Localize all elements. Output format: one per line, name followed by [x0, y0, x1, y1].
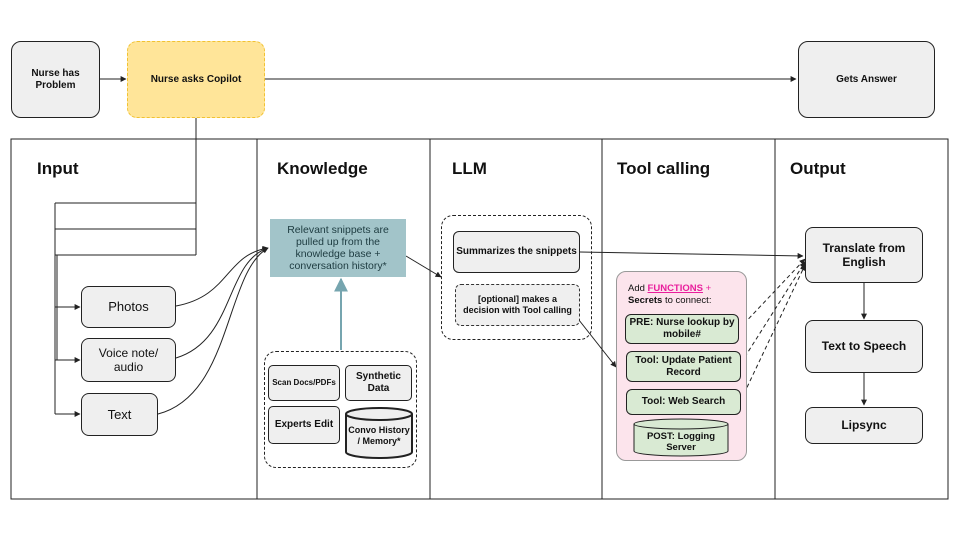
section-input-heading: Input [37, 159, 79, 178]
nurse-asks-copilot-box: Nurse asks Copilot [127, 41, 265, 118]
gets-answer-box: Gets Answer [798, 41, 935, 118]
update-patient-record-label: Tool: Update Patient Record [635, 354, 732, 378]
functions-label: FUNCTIONS [647, 283, 703, 294]
tool-decision-box: [optional] makes a decision with Tool ca… [455, 284, 580, 326]
pre-nurse-lookup-box: PRE: Nurse lookup by mobile# [625, 314, 739, 344]
connect-label: to connect: [662, 295, 712, 307]
experts-edit-label: Experts Edit [274, 419, 334, 430]
arrow-snippets-to-llm [405, 255, 442, 278]
llm-group [441, 215, 592, 340]
translate-box: Translate from English [805, 227, 923, 283]
arrow-summarize-to-translate [579, 251, 804, 259]
nurse-asks-copilot-label: Nurse asks Copilot [150, 73, 242, 85]
diagram-frame [10, 138, 949, 500]
convo-history-label: Convo History / Memory* [348, 425, 410, 446]
web-search-box: Tool: Web Search [626, 389, 741, 415]
nurse-problem-label: Nurse has Problem [31, 67, 80, 91]
plus-sign: + [702, 283, 712, 294]
add-prefix: Add [628, 283, 648, 294]
nurse-problem-box: Nurse has Problem [11, 41, 100, 118]
snippets-box: Relevant snippets are pulled up from the… [270, 219, 406, 277]
tool-decision-label: [optional] makes a decision with Tool ca… [463, 294, 572, 315]
input-photos-box: Photos [81, 286, 176, 328]
convo-history-label-box: Convo History / Memory* [346, 421, 412, 451]
experts-edit-box: Experts Edit [268, 406, 340, 444]
section-knowledge-heading: Knowledge [277, 159, 368, 178]
input-text-label: Text [107, 406, 132, 422]
section-output-heading: Output [790, 159, 846, 178]
synthetic-data-label: Synthetic Data [355, 371, 401, 394]
lipsync-box: Lipsync [805, 407, 923, 444]
pre-nurse-lookup-label: PRE: Nurse lookup by mobile# [629, 317, 735, 340]
input-photos-label: Photos [108, 299, 149, 315]
section-llm-heading: LLM [452, 159, 487, 178]
scan-docs-label: Scan Docs/PDFs [272, 378, 336, 388]
text-to-speech-label: Text to Speech [821, 339, 907, 354]
input-text-box: Text [81, 393, 158, 436]
synthetic-data-box: Synthetic Data [345, 365, 412, 401]
scan-docs-box: Scan Docs/PDFs [268, 365, 340, 401]
secrets-label: Secrets [628, 295, 663, 307]
logging-server-label-box: POST: Logging Server [634, 430, 728, 454]
lipsync-label: Lipsync [841, 418, 887, 433]
section-tool-calling-heading: Tool calling [617, 159, 711, 178]
input-voice-box: Voice note/ audio [81, 338, 176, 382]
summarize-label: Summarizes the snippets [456, 246, 577, 257]
snippets-label: Relevant snippets are pulled up from the… [287, 223, 389, 273]
input-voice-label: Voice note/ audio [98, 345, 159, 374]
logging-server-label: POST: Logging Server [646, 430, 716, 453]
text-to-speech-box: Text to Speech [805, 320, 923, 373]
gets-answer-label: Gets Answer [836, 73, 897, 85]
web-search-label: Tool: Web Search [641, 396, 726, 407]
translate-label: Translate from English [822, 240, 906, 269]
update-patient-record-box: Tool: Update Patient Record [626, 351, 741, 382]
arrow-decision-to-tools [574, 314, 617, 368]
tool-panel-header: Add FUNCTIONS + Secrets to connect: [628, 283, 743, 308]
summarize-box: Summarizes the snippets [453, 231, 580, 273]
knowledge-sources-group [264, 351, 417, 468]
